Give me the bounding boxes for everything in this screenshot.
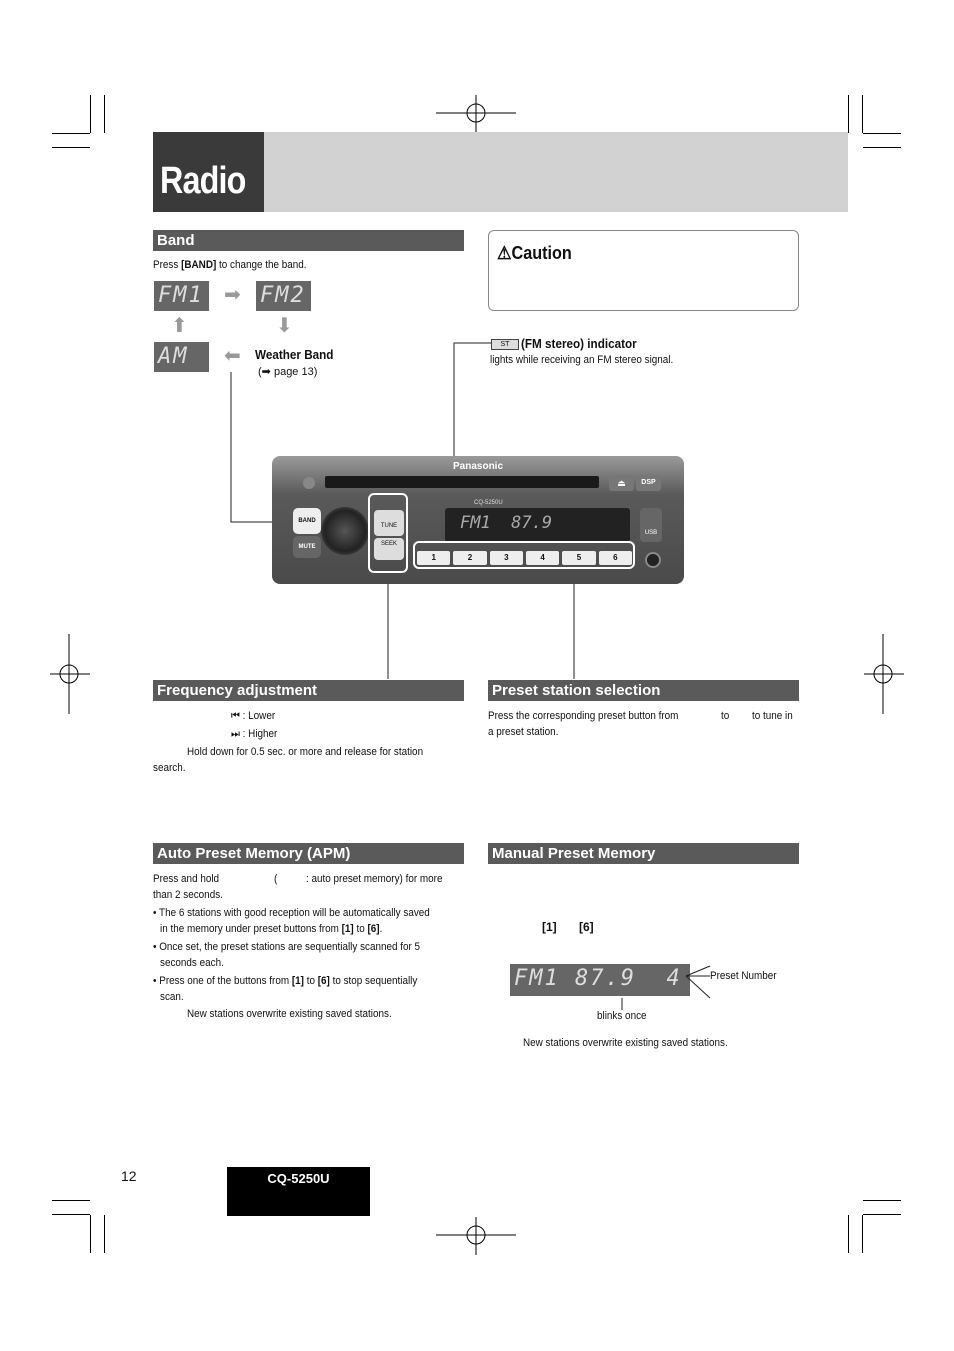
apm-bullet-3a: • Press one of the buttons from [1] to [… (153, 975, 418, 987)
title-banner (153, 132, 848, 212)
st-badge: ST (491, 339, 519, 350)
model-label: CQ-5250U (474, 500, 503, 506)
weather-band-ref: (➡ page 13) (258, 366, 318, 378)
tune-button[interactable]: TUNE (374, 510, 404, 536)
manual-preset-leaders (621, 965, 711, 1010)
apm-line2: than 2 seconds. (153, 889, 223, 901)
preset-selection-text-2: a preset station. (488, 726, 559, 738)
freq-lower: ⏮ : Lower (231, 710, 276, 722)
manual-key-6: [6] (579, 920, 594, 934)
previous-track-icon: ⏮ (231, 710, 240, 722)
lcd-am: AM (154, 342, 209, 372)
freq-higher: ⏭ : Higher (231, 728, 278, 740)
apm-line1b: ( (274, 873, 278, 885)
cd-slot (325, 476, 599, 488)
preset-selection-text-b: to (721, 710, 730, 722)
preset-button-1[interactable]: 1 (417, 551, 451, 565)
caution-box (488, 230, 799, 311)
footer-model-box: CQ-5250U (227, 1167, 370, 1216)
power-button[interactable] (303, 477, 315, 489)
disp-button[interactable]: DSP (636, 475, 661, 491)
device-display: FM1 87.9 (460, 513, 553, 533)
apm-bullet-1a: • The 6 stations with good reception wil… (153, 907, 430, 919)
blinks-once-label: blinks once (597, 1010, 647, 1022)
lcd-fm2: FM2 (256, 281, 311, 311)
preset-selection-text-a: Press the corresponding preset button fr… (488, 710, 679, 722)
aux-jack[interactable] (645, 552, 661, 568)
manual-note: New stations overwrite existing saved st… (523, 1037, 728, 1049)
arrow-up-icon: ⬆ (171, 315, 188, 337)
apm-line1c: : auto preset memory) for more (306, 873, 443, 885)
tune-seek-highlight (368, 493, 408, 573)
lcd-fm1: FM1 (154, 281, 209, 311)
preset-buttons-highlight (413, 541, 635, 569)
preset-button-3[interactable]: 3 (489, 551, 523, 565)
preset-button-5[interactable]: 5 (562, 551, 596, 565)
manual-preset-lcd: FM1 87.9 4 (510, 964, 690, 996)
freq-hold-cont: search. (153, 762, 186, 774)
caution-heading: ⚠Caution (497, 243, 572, 263)
arrow-down-icon: ⬇ (276, 315, 293, 337)
preset-number-label: Preset Number (710, 970, 777, 982)
brand-logo: Panasonic (453, 461, 504, 472)
eject-button[interactable]: ⏏ (609, 475, 634, 491)
preset-button-4[interactable]: 4 (525, 551, 560, 565)
preset-button-6[interactable]: 6 (598, 551, 632, 565)
apm-line1a: Press and hold (153, 873, 220, 885)
manual-key-1: [1] (542, 920, 557, 934)
band-heading: Band (153, 230, 464, 251)
freq-hold: Hold down for 0.5 sec. or more and relea… (187, 746, 424, 758)
page-title: Radio (160, 160, 246, 202)
display-window (445, 508, 630, 542)
apm-bullet-2a: • Once set, the preset stations are sequ… (153, 941, 421, 953)
leader-lines (230, 342, 575, 679)
preset-selection-text-c: to tune in (752, 710, 793, 722)
apm-bullet-3b: scan. (160, 991, 184, 1003)
manual-preset-heading: Manual Preset Memory (488, 843, 799, 864)
st-indicator-desc: lights while receiving an FM stereo sign… (490, 354, 674, 366)
apm-heading: Auto Preset Memory (APM) (153, 843, 464, 864)
next-track-icon: ⏭ (231, 728, 240, 740)
st-indicator-label: (FM stereo) indicator (521, 336, 637, 351)
page-number: 12 (121, 1168, 137, 1184)
preset-button-2[interactable]: 2 (453, 551, 487, 565)
freq-heading: Frequency adjustment (153, 680, 464, 701)
eject-icon: ⏏ (617, 478, 626, 488)
weather-band-label: Weather Band (255, 347, 334, 362)
band-button[interactable]: BAND (293, 508, 321, 534)
title-box (153, 132, 264, 212)
arrow-left-icon: ⬅ (224, 345, 241, 367)
volume-knob[interactable] (321, 507, 369, 555)
page-ref-arrow-icon: ➡ (261, 366, 271, 378)
arrow-right-icon: ➡ (224, 284, 241, 306)
apm-bullet-1b: in the memory under preset buttons from … (160, 923, 383, 935)
mute-button[interactable]: MUTE (293, 536, 321, 558)
preset-button-row: 1 2 3 4 5 6 (417, 551, 632, 565)
apm-bullet-2b: seconds each. (160, 957, 224, 969)
usb-port[interactable]: USB (640, 508, 662, 542)
warning-icon: ⚠ (497, 243, 512, 263)
seek-button[interactable]: SEEK (374, 538, 404, 560)
preset-selection-heading: Preset station selection (488, 680, 799, 701)
band-instruction: Press [BAND] to change the band. (153, 259, 307, 271)
apm-note: New stations overwrite existing saved st… (187, 1008, 392, 1020)
